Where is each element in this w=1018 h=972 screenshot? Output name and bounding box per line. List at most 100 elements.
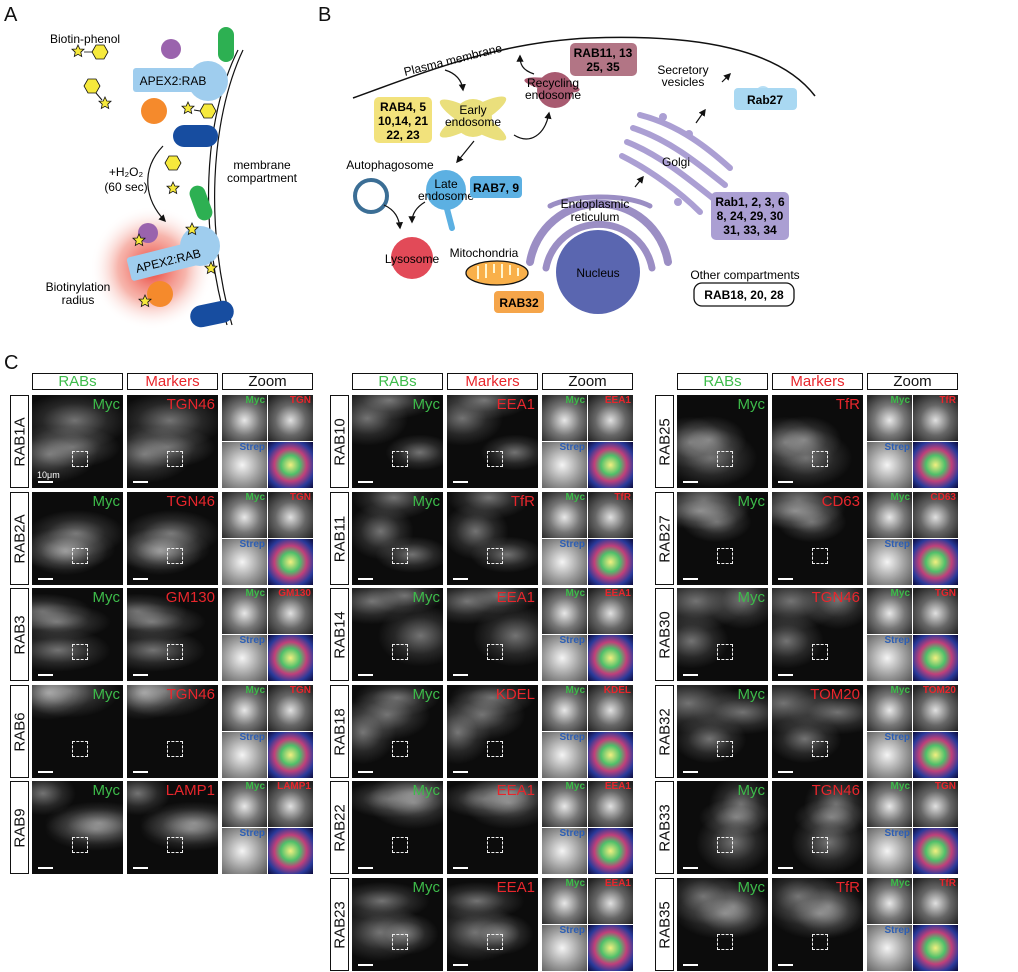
- row-label: RAB2A: [10, 492, 29, 585]
- scale-bar: [683, 674, 698, 676]
- row-label: RAB1A: [10, 395, 29, 488]
- svg-text:compartment: compartment: [227, 171, 298, 185]
- zoom-myc-label: Myc: [245, 492, 265, 503]
- zoom-myc-image: Myc: [867, 395, 912, 441]
- marker-stain-label: EEA1: [496, 879, 535, 896]
- zoom-marker-image: TfR: [913, 878, 958, 924]
- zoom-merge-image: [913, 732, 958, 778]
- scale-bar: [358, 964, 373, 966]
- myc-stain-label: Myc: [737, 396, 766, 413]
- zoom-marker-label: TGN: [934, 781, 956, 792]
- svg-text:Rab27: Rab27: [747, 93, 783, 107]
- autophagosome-label: Autophagosome: [346, 158, 434, 172]
- zoom-myc-label: Myc: [245, 781, 265, 792]
- marker-stain-label: TfR: [510, 493, 535, 510]
- zoom-merge-image: [268, 828, 313, 874]
- panel-label-b: B: [318, 4, 332, 26]
- zoom-region-box: [72, 741, 88, 757]
- mitochondria: [465, 260, 529, 286]
- zoom-strep-image: Strep: [222, 732, 267, 778]
- marker-stain-label: EEA1: [496, 782, 535, 799]
- row-label: RAB25: [655, 395, 674, 488]
- marker-stain-label: GM130: [165, 589, 215, 606]
- zoom-strep-image: Strep: [867, 732, 912, 778]
- membrane-compartment-label: membrane: [233, 158, 291, 172]
- zoom-myc-label: Myc: [890, 685, 910, 696]
- zoom-strep-label: Strep: [884, 925, 910, 936]
- svg-text:22, 23: 22, 23: [386, 128, 420, 142]
- header-markers: Markers: [127, 373, 218, 390]
- marker-image: TfR: [447, 492, 538, 585]
- zoom-myc-image: Myc: [542, 685, 587, 731]
- scale-bar: [683, 867, 698, 869]
- marker-stain-label: LAMP1: [165, 782, 215, 799]
- autophagosome: [353, 178, 389, 214]
- zoom-marker-label: EEA1: [604, 588, 631, 599]
- zoom-marker-image: LAMP1: [268, 781, 313, 827]
- zoom-strep-image: Strep: [222, 539, 267, 585]
- rab-name: RAB3: [11, 614, 28, 655]
- zoom-myc-label: Myc: [890, 878, 910, 889]
- zoom-marker-image: TGN: [268, 492, 313, 538]
- myc-stain-label: Myc: [737, 782, 766, 799]
- svg-text:endosome: endosome: [525, 88, 581, 102]
- scale-bar: [38, 674, 53, 676]
- scale-bar: [358, 867, 373, 869]
- scale-bar: [683, 771, 698, 773]
- zoom-myc-image: Myc: [867, 878, 912, 924]
- rab-image: Myc: [32, 588, 123, 681]
- zoom-myc-image: Myc: [542, 878, 587, 924]
- myc-stain-label: Myc: [92, 782, 121, 799]
- zoom-marker-label: EEA1: [604, 781, 631, 792]
- zoom-myc-image: Myc: [222, 492, 267, 538]
- myc-stain-label: Myc: [412, 879, 441, 896]
- zoom-marker-label: TGN: [289, 395, 311, 406]
- marker-image: TGN46: [127, 685, 218, 778]
- zoom-strep-image: Strep: [867, 539, 912, 585]
- scale-bar: [358, 674, 373, 676]
- secretory-vesicles-label: Secretory: [657, 63, 708, 77]
- header-zoom: Zoom: [542, 373, 633, 390]
- plasma-membrane: [352, 36, 816, 99]
- golgi: [619, 112, 733, 215]
- myc-stain-label: Myc: [412, 396, 441, 413]
- zoom-strep-label: Strep: [884, 442, 910, 453]
- zoom-merge-image: [268, 539, 313, 585]
- lysosome: [391, 237, 433, 279]
- zoom-region-box: [72, 451, 88, 467]
- scale-bar: [133, 674, 148, 676]
- svg-text:endosome: endosome: [445, 115, 501, 129]
- zoom-myc-image: Myc: [542, 781, 587, 827]
- myc-stain-label: Myc: [412, 589, 441, 606]
- myc-stain-label: Myc: [737, 493, 766, 510]
- svg-text:radius: radius: [62, 293, 95, 307]
- marker-stain-label: TGN46: [166, 493, 215, 510]
- header-rabs: RABs: [677, 373, 768, 390]
- zoom-myc-label: Myc: [565, 492, 585, 503]
- marker-image: EEA1: [447, 781, 538, 874]
- scale-bar: [358, 481, 373, 483]
- zoom-merge-image: [268, 442, 313, 488]
- svg-text:Nucleus: Nucleus: [576, 266, 619, 280]
- box-other-rabs: RAB18, 20, 28: [693, 282, 795, 307]
- zoom-marker-image: CD63: [913, 492, 958, 538]
- row-label: RAB30: [655, 588, 674, 681]
- zoom-myc-image: Myc: [867, 685, 912, 731]
- marker-stain-label: EEA1: [496, 589, 535, 606]
- scale-bar: [453, 674, 468, 676]
- rab-name: RAB22: [331, 803, 348, 852]
- marker-image: CD63: [772, 492, 863, 585]
- zoom-marker-image: EEA1: [588, 878, 633, 924]
- zoom-marker-label: CD63: [930, 492, 956, 503]
- zoom-merge-image: [913, 925, 958, 971]
- myc-stain-label: Myc: [412, 493, 441, 510]
- zoom-region-box: [717, 451, 733, 467]
- marker-stain-label: TGN46: [811, 782, 860, 799]
- marker-image: EEA1: [447, 878, 538, 971]
- zoom-strep-label: Strep: [884, 635, 910, 646]
- recycling-endosome: [537, 72, 573, 108]
- scale-bar: [133, 771, 148, 773]
- zoom-marker-image: TfR: [913, 395, 958, 441]
- scale-bar: [683, 578, 698, 580]
- zoom-strep-image: Strep: [867, 442, 912, 488]
